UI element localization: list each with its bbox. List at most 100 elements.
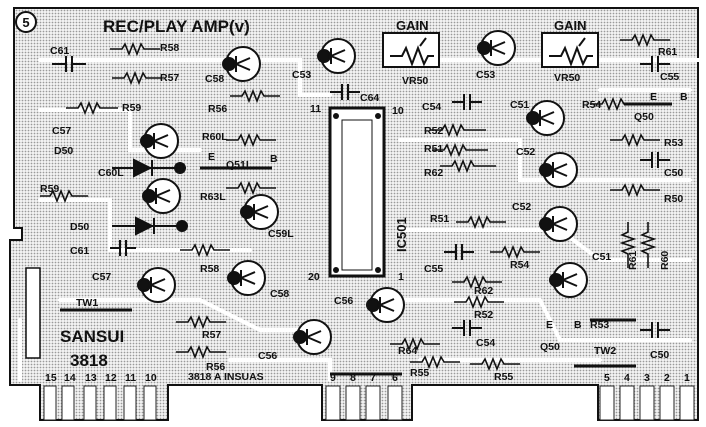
resistor-r51a [432,142,488,158]
label-c52a: C52 [516,146,535,158]
edge-pin: 9 [330,372,336,384]
resistor-r58b [180,242,230,258]
label-q51l: Q51L [226,159,253,171]
label-c53b: C53 [476,69,495,81]
capacitor-c55a [640,56,670,72]
edge-pin: 5 [604,372,610,384]
brand-label: SANSUI [60,327,124,346]
label-c64: C64 [360,92,379,104]
label-r55a: R55 [410,367,429,379]
label-r62a: R62 [424,167,443,179]
resistor-r57b [176,314,226,330]
resistor-r54a [590,96,640,112]
label-c56b: C56 [258,350,277,362]
label-r62b: R62 [474,285,493,297]
label-e-bot: E [546,319,553,331]
label-c50b: C50 [650,349,669,361]
diode-d50-bot [112,216,188,236]
label-r51b: R51 [430,213,449,225]
resistor-r55b [470,356,520,372]
tw1-connector [25,267,41,359]
transistors [137,30,588,355]
label-r61: R61 [658,46,677,58]
resistor-r56b [176,344,226,360]
capacitor-c50b [640,322,670,338]
label-d50a: D50 [54,145,73,157]
resistor-r53a [610,132,660,148]
mirror-text: 3818 A INSUAS [188,371,264,383]
edge-pin: 8 [350,372,356,384]
resistor-r59a [66,100,118,116]
edge-pin: 7 [370,372,376,384]
capacitor-c64 [330,84,360,100]
resistor-r58a [110,41,160,57]
label-r52a: R52 [424,125,443,137]
section-number: 5 [22,15,29,30]
label-c59l: C59L [268,228,294,240]
label-r54a: R54 [582,99,601,111]
resistor-r61 [620,32,670,48]
part-number-label: 3818 [70,351,108,370]
edge-pin: 12 [105,372,117,384]
label-r52b: R52 [474,309,493,321]
label-c50a: C50 [664,167,683,179]
resistor-r61v [619,222,637,268]
resistor-r60v [639,222,657,268]
resistor-r51b [456,214,506,230]
label-tw1: TW1 [76,297,98,309]
transistor-q14 [549,262,588,298]
resistor-r64 [390,336,440,352]
label-vr50a: VR50 [402,75,428,87]
resistor-r52b [454,294,504,310]
label-r64: R64 [398,345,417,357]
edge-connector-right [599,385,695,421]
transistor-q10 [293,319,332,355]
transistor-q3 [477,30,516,66]
label-c57b: C57 [92,271,111,283]
ic501-inner [341,119,373,271]
label-r61v: R61 [627,251,639,270]
resistor-r57a [112,70,162,86]
label-r56b: R56 [206,361,225,373]
label-c61b: C61 [70,245,89,257]
edge-pin: 14 [64,372,76,384]
gain-left-label: GAIN [396,18,429,33]
label-c60l: C60L [98,167,124,179]
label-r53b: R53 [590,319,609,331]
label-tw2: TW2 [594,345,616,357]
transistor-q6 [240,194,279,230]
ic501-label: IC501 [394,217,409,252]
capacitor-c50a [640,152,670,168]
resistors [40,32,670,372]
label-c56a: C56 [334,295,353,307]
transistor-q11 [526,100,565,136]
label-c54b: C54 [476,337,495,349]
component-labels: C61 R58 R57 C58 C53 R59 R56 C57 R60L D50… [40,42,688,383]
transistor-q4 [140,123,179,159]
label-c58b: C58 [270,288,289,300]
label-r60l: R60L [202,131,228,143]
diode-d50-top [112,158,186,178]
label-vr50b: VR50 [554,72,580,84]
resistor-r62a [440,158,496,174]
resistor-r54b [490,244,540,260]
edge-pin: 10 [145,372,157,384]
edge-connector-left [43,385,157,421]
label-c51b: C51 [592,251,611,263]
label-r55b: R55 [494,371,513,383]
resistor-r55a [410,354,460,370]
capacitor-c54b [452,320,482,336]
resistor-r50a [610,182,660,198]
label-r59b: R59 [40,183,59,195]
label-r53a: R53 [664,137,683,149]
capacitor-c55b [444,244,474,260]
resistor-r62b [452,274,502,290]
label-pin11: 11 [310,103,321,115]
label-c55b: C55 [424,263,443,275]
gain-right-trim-symbol [549,37,593,67]
label-r63l: R63L [200,191,226,203]
label-b-bot: B [574,319,582,331]
board-title: REC/PLAY AMP(v) [103,17,250,36]
ic-pin-dots [333,113,381,273]
